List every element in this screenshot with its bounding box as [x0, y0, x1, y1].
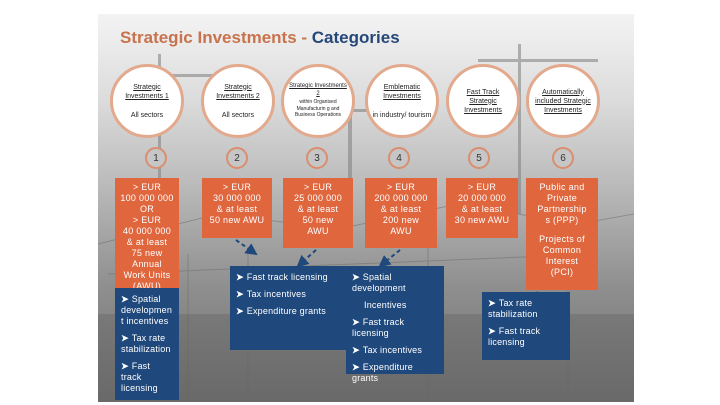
category-circle-6: Automatically included Strategic Investm… — [526, 64, 600, 138]
criteria-line: AWU — [390, 226, 412, 236]
category-number-6: 6 — [552, 147, 574, 169]
category-circle-2: Strategic Investments 2 All sectors — [201, 64, 275, 138]
criteria-line: Projects of — [539, 234, 585, 244]
criteria-line: 20 000 000 — [457, 193, 507, 203]
category-number-1: 1 — [145, 147, 167, 169]
criteria-line: Interest — [545, 256, 579, 266]
category-sub: All sectors — [130, 111, 164, 119]
category-circle-1: Strategic Investments 1 All sectors — [110, 64, 184, 138]
criteria-line: 50 new AWU — [209, 215, 265, 225]
criteria-line: > EUR — [222, 182, 252, 192]
criteria-box-3: > EUR 25 000 000 & at least 50 new AWU — [283, 178, 353, 248]
incentives-box-2: ➤Fast track licensing ➤Tax incentives ➤E… — [230, 266, 352, 350]
criteria-line: > EUR — [132, 215, 162, 225]
criteria-box-6: Public and Private Partnership s (PPP) P… — [526, 178, 598, 290]
criteria-line: 200 000 000 — [374, 193, 428, 203]
incentive-item: ➤Tax incentives — [236, 289, 307, 299]
chevron-right-icon: ➤ — [352, 362, 360, 372]
incentive-item: Incentives — [364, 300, 407, 310]
criteria-line: Work Units — [123, 270, 171, 280]
criteria-line: Partnership — [537, 204, 587, 214]
criteria-line: AWU — [307, 226, 329, 236]
chevron-right-icon: ➤ — [352, 345, 360, 355]
criteria-line: & at least — [126, 237, 168, 247]
incentive-item: ➤Spatial developmen t incentives — [121, 294, 173, 326]
criteria-line: 40 000 000 — [122, 226, 172, 236]
criteria-line: 200 new — [382, 215, 420, 225]
incentive-item: ➤Tax rate stabilization — [121, 333, 171, 354]
criteria-line: 75 new — [131, 248, 163, 258]
category-number-2: 2 — [226, 147, 248, 169]
criteria-line: 50 new — [302, 215, 334, 225]
criteria-line: OR — [139, 204, 155, 214]
incentive-item: ➤Tax incentives — [352, 345, 423, 355]
criteria-line: 30 new AWU — [454, 215, 510, 225]
incentives-box-1: ➤Spatial developmen t incentives ➤Tax ra… — [115, 288, 179, 400]
incentive-item: ➤Expenditure grants — [236, 306, 326, 316]
criteria-line: Common — [542, 245, 582, 255]
chevron-right-icon: ➤ — [236, 306, 244, 316]
chevron-right-icon: ➤ — [236, 289, 244, 299]
chevron-right-icon: ➤ — [121, 294, 129, 304]
category-number-4: 4 — [388, 147, 410, 169]
criteria-box-4: > EUR 200 000 000 & at least 200 new AWU — [365, 178, 437, 248]
category-circle-3: Strategic Investments 2 within Organised… — [281, 64, 355, 138]
chevron-right-icon: ➤ — [488, 326, 496, 336]
chevron-right-icon: ➤ — [488, 298, 496, 308]
title-part-1: Strategic Investments - — [120, 28, 312, 47]
category-name: Emblematic Investments — [383, 83, 421, 100]
criteria-line: 25 000 000 — [293, 193, 343, 203]
category-sub: in industry/ tourism — [372, 111, 432, 119]
category-name: Fast Track Strategic Investments — [464, 88, 502, 114]
criteria-line: > EUR — [303, 182, 333, 192]
incentive-item: ➤Tax rate stabilization — [488, 298, 538, 319]
chevron-right-icon: ➤ — [352, 317, 360, 327]
criteria-line: s (PPP) — [545, 215, 579, 225]
criteria-line: > EUR — [386, 182, 416, 192]
criteria-line: > EUR — [132, 182, 162, 192]
criteria-line: (PCI) — [550, 267, 574, 277]
category-sub: within Organised Manufacturin g and Busi… — [294, 99, 342, 119]
criteria-line: Public and — [539, 182, 585, 192]
criteria-box-5: > EUR 20 000 000 & at least 30 new AWU — [446, 178, 518, 238]
chevron-right-icon: ➤ — [121, 333, 129, 343]
incentives-box-3: ➤Spatial development Incentives ➤Fast tr… — [346, 266, 444, 383]
criteria-box-2: > EUR 30 000 000 & at least 50 new AWU — [202, 178, 272, 238]
category-number-5: 5 — [468, 147, 490, 169]
incentive-item: ➤Fast track licensing — [352, 317, 405, 338]
category-name: Automatically included Strategic Investm… — [535, 88, 591, 114]
category-name: Strategic Investments 1 — [125, 83, 169, 100]
incentive-item: ➤Fast track licensing — [236, 272, 328, 282]
criteria-line: & at least — [380, 204, 422, 214]
criteria-line: (AWU) — [132, 281, 162, 291]
incentive-item: ➤Expenditure grants — [352, 362, 413, 383]
criteria-line: 100 000 000 — [120, 193, 174, 203]
criteria-line: 30 000 000 — [212, 193, 262, 203]
criteria-line: & at least — [461, 204, 503, 214]
category-circle-5: Fast Track Strategic Investments — [446, 64, 520, 138]
category-circle-4: Emblematic Investments in industry/ tour… — [365, 64, 439, 138]
chevron-right-icon: ➤ — [236, 272, 244, 282]
category-name: Strategic Investments 2 — [216, 83, 260, 100]
title-part-2: Categories — [311, 28, 400, 47]
criteria-line: & at least — [216, 204, 258, 214]
category-name: Strategic Investments 2 — [289, 83, 347, 97]
slide-title: Strategic Investments - Categories — [120, 28, 400, 48]
incentive-item: ➤Fast track licensing — [488, 326, 541, 347]
incentive-item: ➤Spatial development — [352, 272, 406, 293]
category-sub: All sectors — [221, 111, 255, 119]
criteria-line: > EUR — [467, 182, 497, 192]
incentives-box-4: ➤Tax rate stabilization ➤Fast track lice… — [482, 292, 570, 360]
chevron-right-icon: ➤ — [352, 272, 360, 282]
incentive-item: ➤Fast track licensing — [121, 361, 158, 393]
category-number-3: 3 — [306, 147, 328, 169]
criteria-line: & at least — [297, 204, 339, 214]
criteria-line — [529, 226, 595, 234]
slide: Strategic Investments - Categories Strat… — [98, 14, 634, 402]
chevron-right-icon: ➤ — [121, 361, 129, 371]
criteria-line: Private — [546, 193, 578, 203]
criteria-box-1: > EUR 100 000 000 OR > EUR 40 000 000 & … — [115, 178, 179, 291]
criteria-line: Annual — [132, 259, 162, 269]
